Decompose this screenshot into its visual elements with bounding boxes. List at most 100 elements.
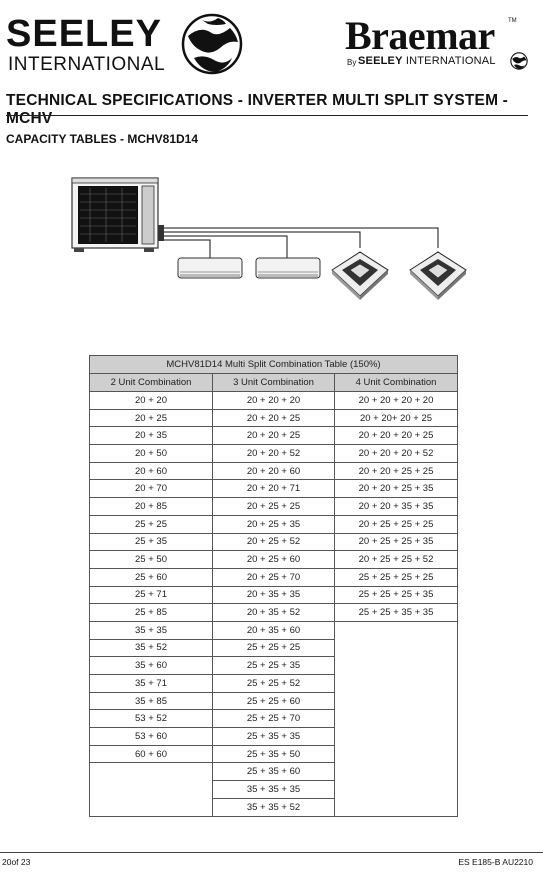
table-cell: 25 + 25 + 35 [212,656,335,675]
table-cell: 20 + 25 + 60 [212,550,335,569]
table-cell [89,798,213,817]
table-cell: 20 + 20 + 25 + 35 [334,479,458,499]
page-title: TECHNICAL SPECIFICATIONS - INVERTER MULT… [6,92,509,127]
table-cell [334,674,458,693]
table-cell: 35 + 35 + 35 [212,780,335,799]
table-cell [334,745,458,763]
seeley-logo-subword: INTERNATIONAL [8,54,166,75]
column-header: 2 Unit Combination [89,373,213,392]
table-cell: 25 + 35 [89,532,213,552]
table-cell: 25 + 25 + 35 + 35 [334,603,458,622]
table-cell: 20 + 60 [89,461,213,481]
table-cell: 25 + 50 [89,550,213,569]
table-cell: 20 + 20+ 20 + 25 [334,408,458,428]
table-cell: 20 + 20 + 60 [212,461,335,481]
table-cell: 20 + 20 + 25 [212,426,335,446]
table-cell: 35 + 52 [89,638,213,658]
table-cell [89,780,213,799]
table-cell: 25 + 25 + 25 + 25 [334,567,458,587]
table-caption: MCHV81D14 Multi Split Combination Table … [89,355,458,374]
table-cell: 20 + 20 + 25 [212,408,335,428]
braemar-sub-rest: INTERNATIONAL [402,55,496,67]
braemar-logo: Braemar TM By SEELEY INTERNATIONAL [340,14,535,74]
wall-split-unit-2 [255,257,321,279]
table-cell: 25 + 25 + 25 + 35 [334,585,458,605]
table-cell: 53 + 52 [89,709,213,729]
column-header: 3 Unit Combination [212,373,335,392]
section-subtitle: CAPACITY TABLES - MCHV81D14 [6,132,199,146]
table-cell: 25 + 25 + 52 [212,674,335,693]
cassette-unit-1 [331,251,389,300]
table-cell: 20 + 25 + 25 + 52 [334,550,458,569]
table-row: 25 + 35 + 60 [89,762,458,782]
table-cell: 20 + 20 + 25 + 25 [334,461,458,481]
table-cell: 20 + 25 + 25 + 25 [334,514,458,534]
outdoor-unit-illustration [71,177,164,252]
table-cell: 20 + 35 + 35 [212,585,335,605]
column-header: 4 Unit Combination [334,373,458,392]
table-cell: 35 + 60 [89,656,213,675]
braemar-sub-bold: SEELEY [358,55,403,67]
table-cell: 25 + 35 + 50 [212,744,335,764]
seeley-logo-word: SEELEY [6,13,162,55]
table-cell: 20 + 25 + 35 [212,514,335,534]
table-cell: 20 + 25 + 70 [212,567,335,587]
table-cell [334,780,458,799]
multi-split-system-diagram [71,177,467,300]
table-cell [334,709,458,728]
table-cell: 25 + 25 + 25 [212,638,335,658]
table-cell: 25 + 60 [89,567,213,587]
table-cell: 20 + 20 + 20 + 25 [334,426,458,446]
table-cell: 20 + 85 [89,497,213,516]
seeley-international-logo: SEELEY INTERNATIONAL [6,10,246,80]
document-code: ES E185-B AU2210 [458,857,533,867]
globe-icon-small [510,52,528,70]
table-cell [334,762,458,781]
table-cell: 25 + 25 + 70 [212,709,335,729]
table-cell: 20 + 20 + 20 + 20 [334,391,458,410]
table-cell: 25 + 71 [89,585,213,605]
table-cell: 20 + 20 + 71 [212,479,335,499]
braemar-sub-label: SEELEY INTERNATIONAL [358,55,496,67]
table-cell: 20 + 35 + 52 [212,603,335,622]
table-cell: 20 + 25 + 25 + 35 [334,532,458,552]
page-number: 20of 23 [2,857,31,867]
table-cell: 20 + 35 + 60 [212,620,335,640]
wall-split-unit-1 [177,257,243,279]
table-cell: 25 + 35 + 60 [212,762,335,782]
table-cell: 60 + 60 [89,744,213,764]
table-cell [334,620,458,640]
trademark-mark: TM [508,18,517,24]
table-cell: 20 + 20 + 20 [212,391,335,410]
combination-table: MCHV81D14 Multi Split Combination Table … [89,355,458,817]
footer-divider [0,852,543,853]
refrigerant-pipes [164,227,439,258]
table-cell: 25 + 35 + 35 [212,727,335,746]
table-cell: 20 + 25 + 52 [212,532,335,552]
table-cell: 53 + 60 [89,727,213,746]
table-cell [334,656,458,675]
table-cell: 25 + 25 + 60 [212,691,335,711]
table-cell [334,798,458,817]
table-cell: 20 + 35 [89,426,213,446]
table-cell: 20 + 25 [89,408,213,428]
table-cell: 35 + 35 + 52 [212,797,335,817]
